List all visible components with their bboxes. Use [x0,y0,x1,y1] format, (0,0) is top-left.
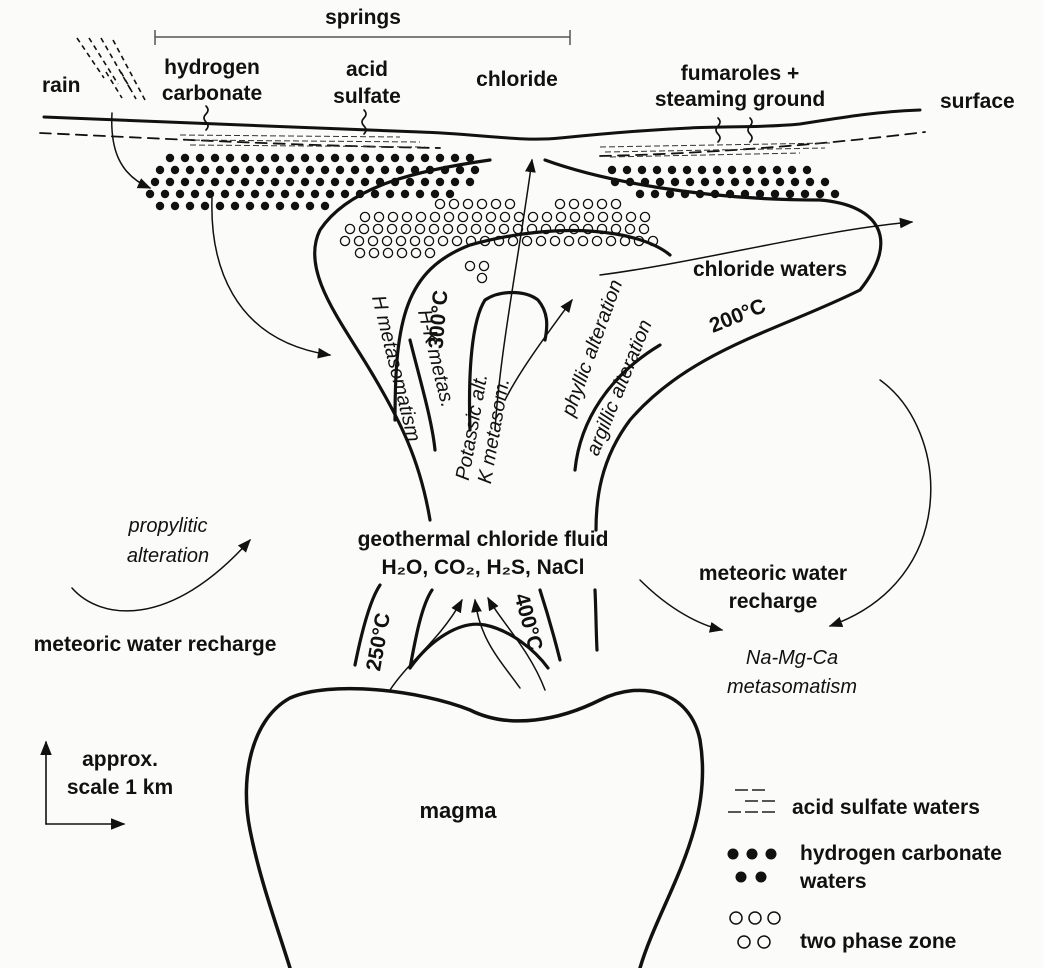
recharge-right-label-1: meteoric water [699,562,847,585]
legend-hydrogen-carbonate-label-1: hydrogen carbonate [800,842,1002,865]
legend-two-phase-label: two phase zone [800,930,956,953]
legend-acid-sulfate-label: acid sulfate waters [792,796,980,819]
hydrogen-carbonate-label-1: hydrogen [164,56,260,79]
chloride-waters-label: chloride waters [693,258,847,281]
rain-label: rain [42,74,81,97]
legend-acid-sulfate-symbol [728,790,775,812]
recharge-right-label-2: recharge [729,590,818,613]
legend: acid sulfate waters hydrogen carbonate w… [728,790,1002,953]
fluid-label-1: geothermal chloride fluid [358,528,609,551]
legend-two-phase-symbol [730,912,780,948]
fumaroles-label-1: fumaroles + [681,62,799,85]
acid-sulfate-label-1: acid [346,58,388,81]
rain-icon [77,38,145,100]
scale-label-2: scale 1 km [67,776,173,799]
hydrogen-carbonate-zone-left [146,154,479,210]
chloride-label: chloride [476,68,558,91]
namgca-label-2: metasomatism [727,676,857,698]
temp-200-label: 200°C [706,294,769,337]
fumaroles-label-2: steaming ground [655,88,825,111]
magma-label: magma [419,798,497,823]
springs-bracket [155,30,570,45]
two-phase-zone [340,199,657,282]
hydrogen-carbonate-label-2: carbonate [162,82,262,105]
acid-sulfate-zone-right [600,143,830,157]
hydrogen-carbonate-zone-right [608,166,839,198]
legend-hydrogen-carbonate-symbol [728,849,777,883]
fluid-label-2: H₂O, CO₂, H₂S, NaCl [381,556,584,579]
acid-sulfate-label-2: sulfate [333,85,401,108]
legend-hydrogen-carbonate-label-2: waters [799,870,867,893]
hk-metas-label: H-K metas. [413,307,459,409]
recharge-left-label: meteoric water recharge [34,633,277,656]
ground-surface-line [44,110,920,139]
namgca-label-1: Na-Mg-Ca [746,647,838,669]
propylitic-label-1: propylitic [128,515,208,537]
springs-label: springs [325,6,401,29]
surface-label: surface [940,90,1015,113]
magma-body [246,689,702,968]
temp-400-label: 400°C [510,591,547,654]
scale-label-1: approx. [82,748,158,771]
propylitic-label-2: alteration [127,545,209,567]
